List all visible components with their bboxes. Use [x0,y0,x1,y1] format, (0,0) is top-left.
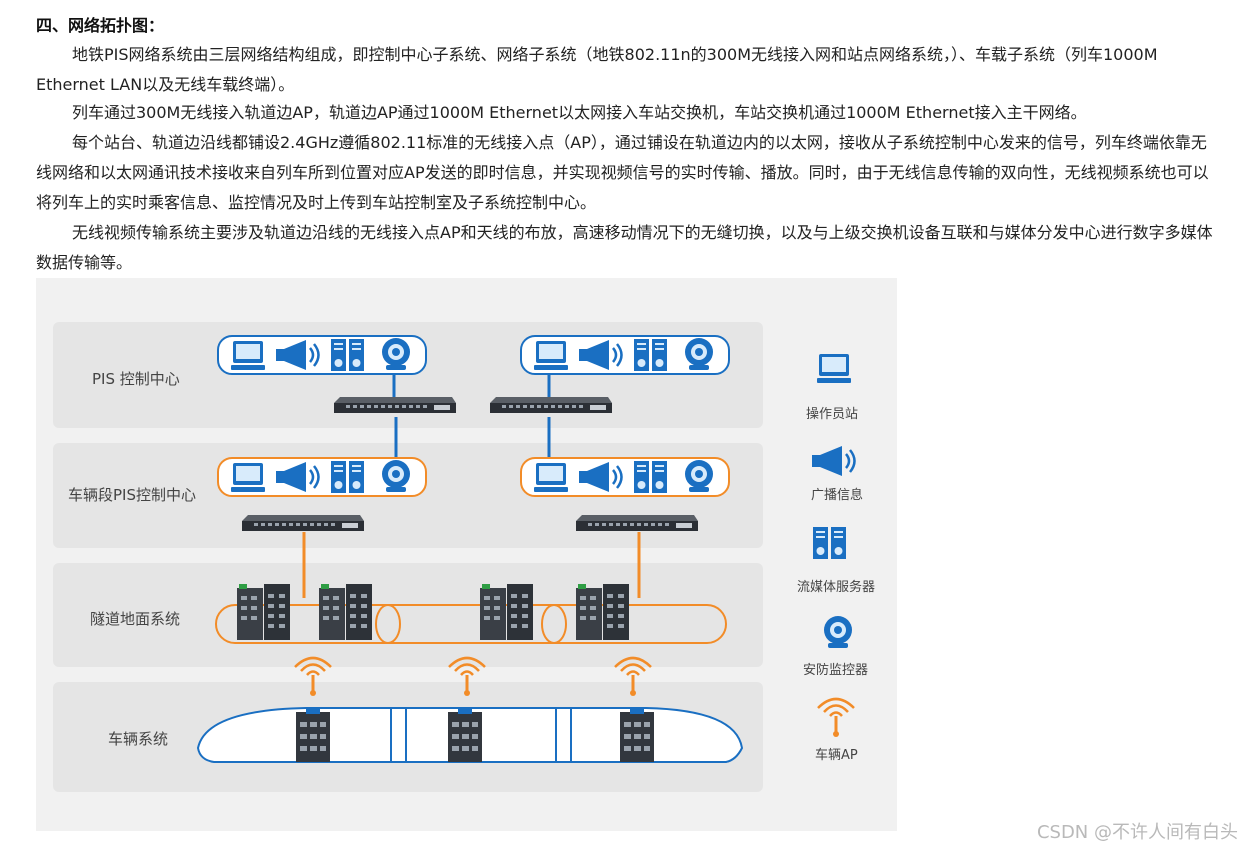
layer-label-control-center: PIS 控制中心 [92,370,180,388]
trackside-ap-icon [293,656,333,698]
topology-graphics [196,335,856,763]
depot-switch-right [576,515,698,531]
paragraph-access-points: 每个站台、轨道边沿线都铺设2.4GHz遵循802.11标准的无线接入点（AP），… [36,133,1209,212]
trackside-switch [237,584,290,640]
core-switch-right [490,397,612,413]
control-center-group-left [217,335,427,375]
layer-label-vehicle: 车辆系统 [108,730,169,748]
paragraph-architecture: 地铁PIS网络系统由三层网络结构组成，即控制中心子系统、网络子系统（地铁802.… [36,45,1158,94]
workstation-icon [534,463,568,492]
trackside-switch [480,584,533,640]
legend-label-vehicle-ap: 车辆AP [815,748,858,763]
legend-label-media-server: 流媒体服务器 [797,580,876,595]
trackside-switch [576,584,629,640]
workstation-icon [534,341,568,370]
workstation-icon [817,354,851,383]
trackside-ap-icon [613,656,653,698]
trackside-switch [319,584,372,640]
link-lines [302,375,641,598]
vehicle-switch [448,708,482,762]
depot-switch-left [242,515,364,531]
layer-label-tunnel-ground: 隧道地面系统 [90,610,181,628]
legend-label-workstation: 操作员站 [806,407,859,422]
legend-label-broadcast: 广播信息 [811,488,864,503]
trackside-ap-icon [447,656,487,698]
paragraph-train-access: 列车通过300M无线接入轨道边AP，轨道边AP通过1000M Ethernet以… [72,103,1087,122]
section-heading: 四、网络拓扑图： [36,16,165,35]
paragraph-wireless-video: 无线视频传输系统主要涉及轨道边沿线的无线接入点AP和天线的布放，高速移动情况下的… [36,223,1213,272]
legend-label-security-camera: 安防监控器 [803,663,869,678]
vehicle-ap-icon [816,697,856,739]
watermark: CSDN @不许人间有白头 [1036,822,1238,843]
security-camera-icon [824,616,852,648]
broadcast-icon [810,444,856,478]
layer-label-depot-center: 车辆段PIS控制中心 [68,486,196,504]
tunnel-ring-network [215,604,727,644]
network-topology-diagram: PIS 控制中心 车辆段PIS控制中心 隧道地面系统 车辆系统 [36,278,897,831]
core-switch-left [334,397,456,413]
workstation-icon [231,341,265,370]
control-center-group-right [520,335,730,375]
media-server-icon [813,527,846,559]
depot-center-group-left [217,457,427,497]
vehicle-switch [620,708,654,762]
depot-center-group-right [520,457,730,497]
layer-band-tunnel-ground [53,563,763,667]
vehicle-switch [296,708,330,762]
workstation-icon [231,463,265,492]
